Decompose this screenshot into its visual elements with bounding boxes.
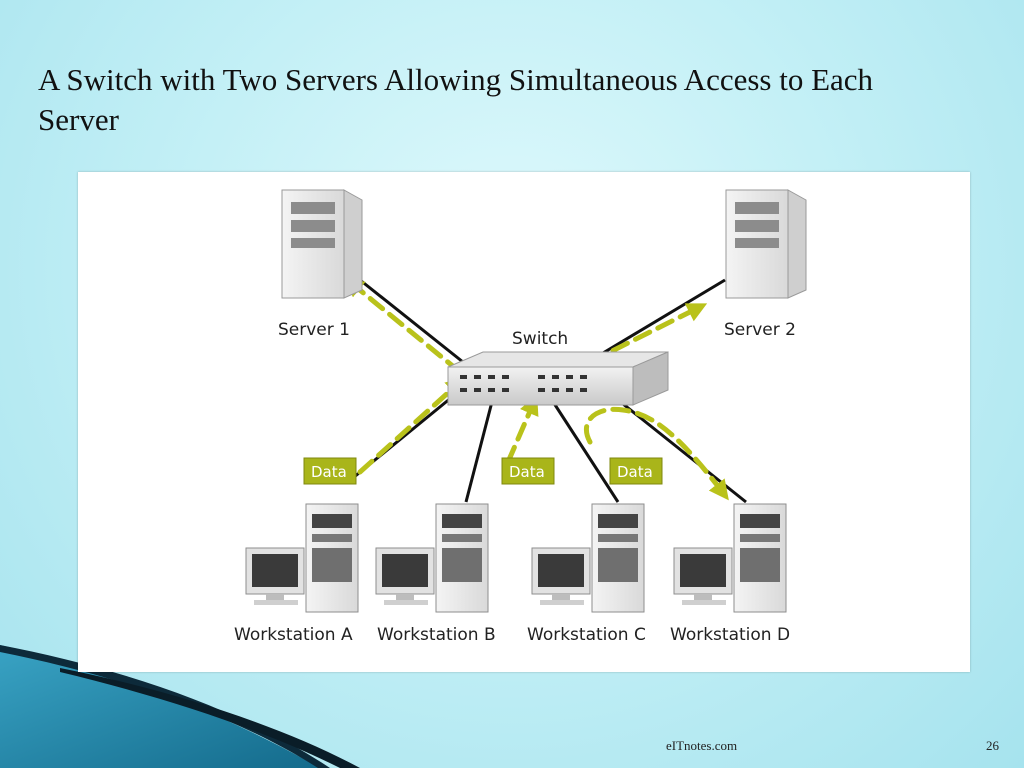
switch-label: Switch [512,329,568,349]
server-2-label: Server 2 [724,320,796,340]
arrow-c-to-switch [505,394,539,465]
server-1-label: Server 1 [278,320,350,340]
slide-title: A Switch with Two Servers Allowing Simul… [38,62,874,137]
cable-workstation-b-switch [464,393,496,503]
workstation-c [531,503,645,613]
network-diagram-panel: Server 1 Server 2 Switch [78,172,970,672]
cable-server1-switch [359,278,479,376]
workstation-d [673,503,787,613]
cable-workstation-c-switch [546,393,620,503]
svg-text:Data: Data [509,463,545,481]
workstation-b [375,503,489,613]
data-tag-1: Data [303,457,357,485]
arrow-switch-to-server1 [343,276,463,375]
network-switch [447,351,669,406]
server-2 [725,189,807,299]
svg-text:Data: Data [617,463,653,481]
page-number: 26 [986,738,999,753]
arrow-d-loop [583,406,729,501]
arrow-a-to-switch [357,376,466,475]
workstation-c-label: Workstation C [527,625,646,645]
footer-site: eITnotes.com [666,738,738,753]
data-tag-3: Data [609,457,663,485]
workstation-d-label: Workstation D [670,625,790,645]
data-tag-2: Data [501,457,555,485]
svg-text:Data: Data [311,463,347,481]
server-1 [281,189,363,299]
data-flow-arrows [343,276,729,501]
workstation-a-label: Workstation A [234,625,353,645]
workstation-a [245,503,359,613]
network-diagram: Server 1 Server 2 Switch [234,189,807,645]
workstation-b-label: Workstation B [377,625,496,645]
